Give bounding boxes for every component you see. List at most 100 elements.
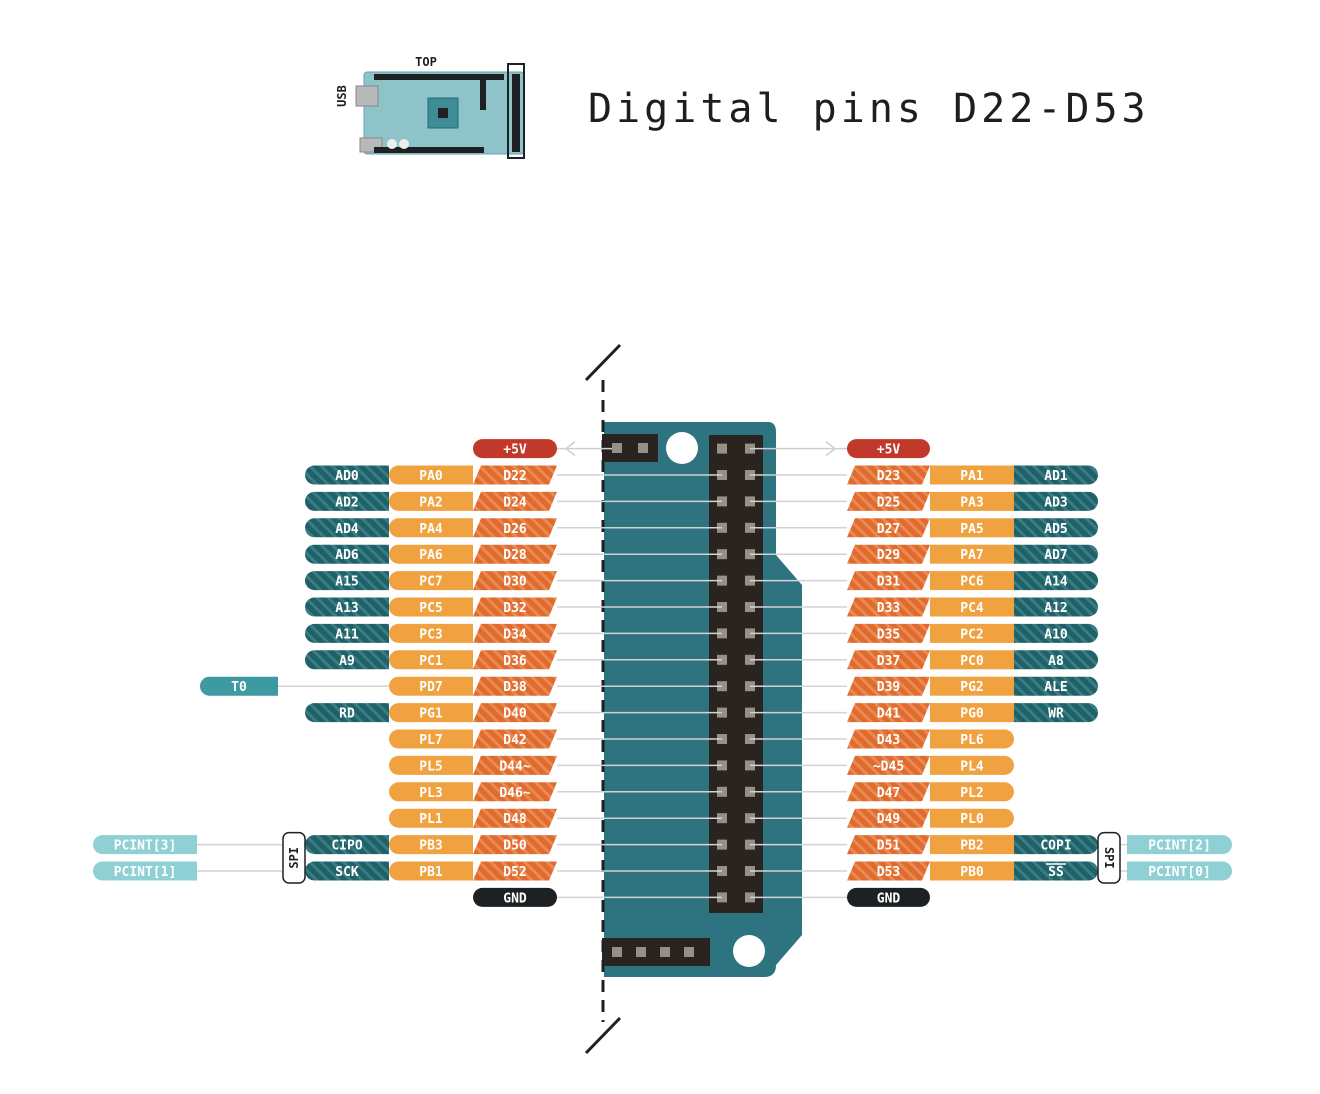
- header-pad: [717, 443, 727, 454]
- digital-pin-label-label: D41: [877, 707, 901, 722]
- digital-pin-label-label: D37: [877, 654, 900, 669]
- digital-pin-label-label: D24: [503, 495, 527, 510]
- port-pin-label-label: PC6: [960, 575, 984, 590]
- port-pin-label-shape: [389, 491, 473, 511]
- ground-right-shape: [847, 887, 930, 907]
- digital-pin-label-shape: [473, 491, 557, 511]
- port-pin-label: PG0: [930, 703, 1014, 723]
- port-pin-label-label: PA1: [960, 469, 984, 484]
- power-5v-right-shape: [847, 439, 930, 459]
- port-pin-label: PG2: [930, 676, 1014, 696]
- board-shape: [604, 422, 802, 977]
- digital-pin-label-shape: [847, 703, 930, 723]
- power-5v-left: +5V: [473, 439, 557, 459]
- alt-function-label-shape: [305, 703, 389, 723]
- alt-function-label-shape: [305, 571, 389, 591]
- port-pin-label-label: PB2: [960, 839, 983, 854]
- power-5v-left-shape: [473, 439, 557, 459]
- port-pin-label-label: PL0: [960, 812, 984, 827]
- alt-function-label-shape: [1014, 597, 1098, 617]
- port-pin-label-label: PC0: [960, 654, 984, 669]
- alt-function-label-shape: [305, 518, 389, 538]
- digital-pin-label-label: D42: [503, 733, 526, 748]
- port-pin-label-shape: [389, 703, 473, 723]
- alt-function-label-shape: [1014, 518, 1098, 538]
- thumbnail-usb-label: USB: [335, 85, 349, 107]
- port-pin-label-label: PL7: [419, 733, 442, 748]
- alt-function-label-label: A8: [1048, 654, 1064, 669]
- digital-pin-label-shape: [473, 571, 557, 591]
- digital-pin-label: D35: [847, 623, 930, 643]
- alt-function-label-label: AD1: [1044, 469, 1068, 484]
- digital-pin-label-shape: [847, 650, 930, 670]
- port-pin-label-shape: [930, 544, 1014, 564]
- port-pin-label: PA1: [930, 465, 1014, 485]
- port-pin-label: PB1: [389, 861, 473, 881]
- port-pin-label: PD7: [389, 676, 473, 696]
- port-pin-label-label: PG2: [960, 680, 983, 695]
- port-pin-label: PC6: [930, 571, 1014, 591]
- digital-pin-label-label: D44~: [499, 759, 530, 774]
- alt-function-label-shape: [1014, 544, 1098, 564]
- port-pin-label: PA3: [930, 491, 1014, 511]
- digital-pin-label: D49: [847, 808, 930, 828]
- pcint-label-label: PCINT[2]: [1148, 839, 1211, 854]
- digital-pin-label-label: D35: [877, 627, 900, 642]
- pcint-label: PCINT[2]: [1127, 835, 1232, 855]
- port-pin-label-shape: [930, 808, 1014, 828]
- digital-pin-label: D48: [473, 808, 557, 828]
- digital-pin-label-shape: [473, 597, 557, 617]
- alt-function-label-label: AD2: [335, 495, 358, 510]
- ground-right-label: GND: [877, 891, 901, 906]
- digital-pin-label: D36: [473, 650, 557, 670]
- port-pin-label-shape: [930, 623, 1014, 643]
- digital-pin-label-label: D31: [877, 575, 901, 590]
- page-title: Digital pins D22-D53: [588, 86, 1150, 132]
- port-pin-label-shape: [930, 703, 1014, 723]
- digital-pin-label-shape: [473, 861, 557, 881]
- alt-function-label-label: SCK: [335, 865, 359, 880]
- alt-function-label-label: AD0: [335, 469, 359, 484]
- digital-pin-label-shape: [847, 544, 930, 564]
- header-pad: [612, 443, 622, 453]
- ground-left-shape: [473, 887, 557, 907]
- digital-pin-label: D42: [473, 729, 557, 749]
- alt-function-label: AD3: [1014, 491, 1098, 511]
- digital-pin-label-shape: [473, 703, 557, 723]
- alt-function-label-shape: [1014, 650, 1098, 670]
- port-pin-label-shape: [930, 597, 1014, 617]
- digital-pin-label: D27: [847, 518, 930, 538]
- port-pin-label: PC7: [389, 571, 473, 591]
- port-pin-label-label: PA0: [419, 469, 443, 484]
- port-pin-label-shape: [389, 465, 473, 485]
- digital-pin-label-label: D43: [877, 733, 900, 748]
- digital-pin-label: D44~: [473, 755, 557, 775]
- port-pin-label-shape: [389, 623, 473, 643]
- digital-pin-label-shape: [473, 544, 557, 564]
- digital-pin-label-label: D53: [877, 865, 900, 880]
- port-pin-label-label: PD7: [419, 680, 442, 695]
- digital-pin-label: D50: [473, 835, 557, 855]
- digital-pin-label: D29: [847, 544, 930, 564]
- alt-function-label-label: A15: [335, 575, 358, 590]
- wire-layer: [197, 441, 1127, 899]
- alt-function-label: CIPO: [305, 835, 389, 855]
- digital-pin-label: D34: [473, 623, 557, 643]
- alt-function-label-label: A11: [335, 627, 359, 642]
- digital-pin-label-shape: [847, 676, 930, 696]
- alt-function-label: SS: [1014, 861, 1098, 881]
- board-outline: [584, 343, 802, 1055]
- power-5v-right-label: +5V: [877, 443, 901, 458]
- port-pin-label-label: PB0: [960, 865, 984, 880]
- alt-function-label-shape: [1014, 676, 1098, 696]
- digital-pin-label-shape: [847, 835, 930, 855]
- timer-label-label: T0: [231, 680, 247, 695]
- port-pin-label: PL3: [389, 782, 473, 802]
- port-pin-label-label: PL2: [960, 786, 983, 801]
- port-pin-label: PG1: [389, 703, 473, 723]
- alt-function-label-label: AD4: [335, 522, 359, 537]
- alt-function-label: WR: [1014, 703, 1098, 723]
- alt-function-label-label: A13: [335, 601, 358, 616]
